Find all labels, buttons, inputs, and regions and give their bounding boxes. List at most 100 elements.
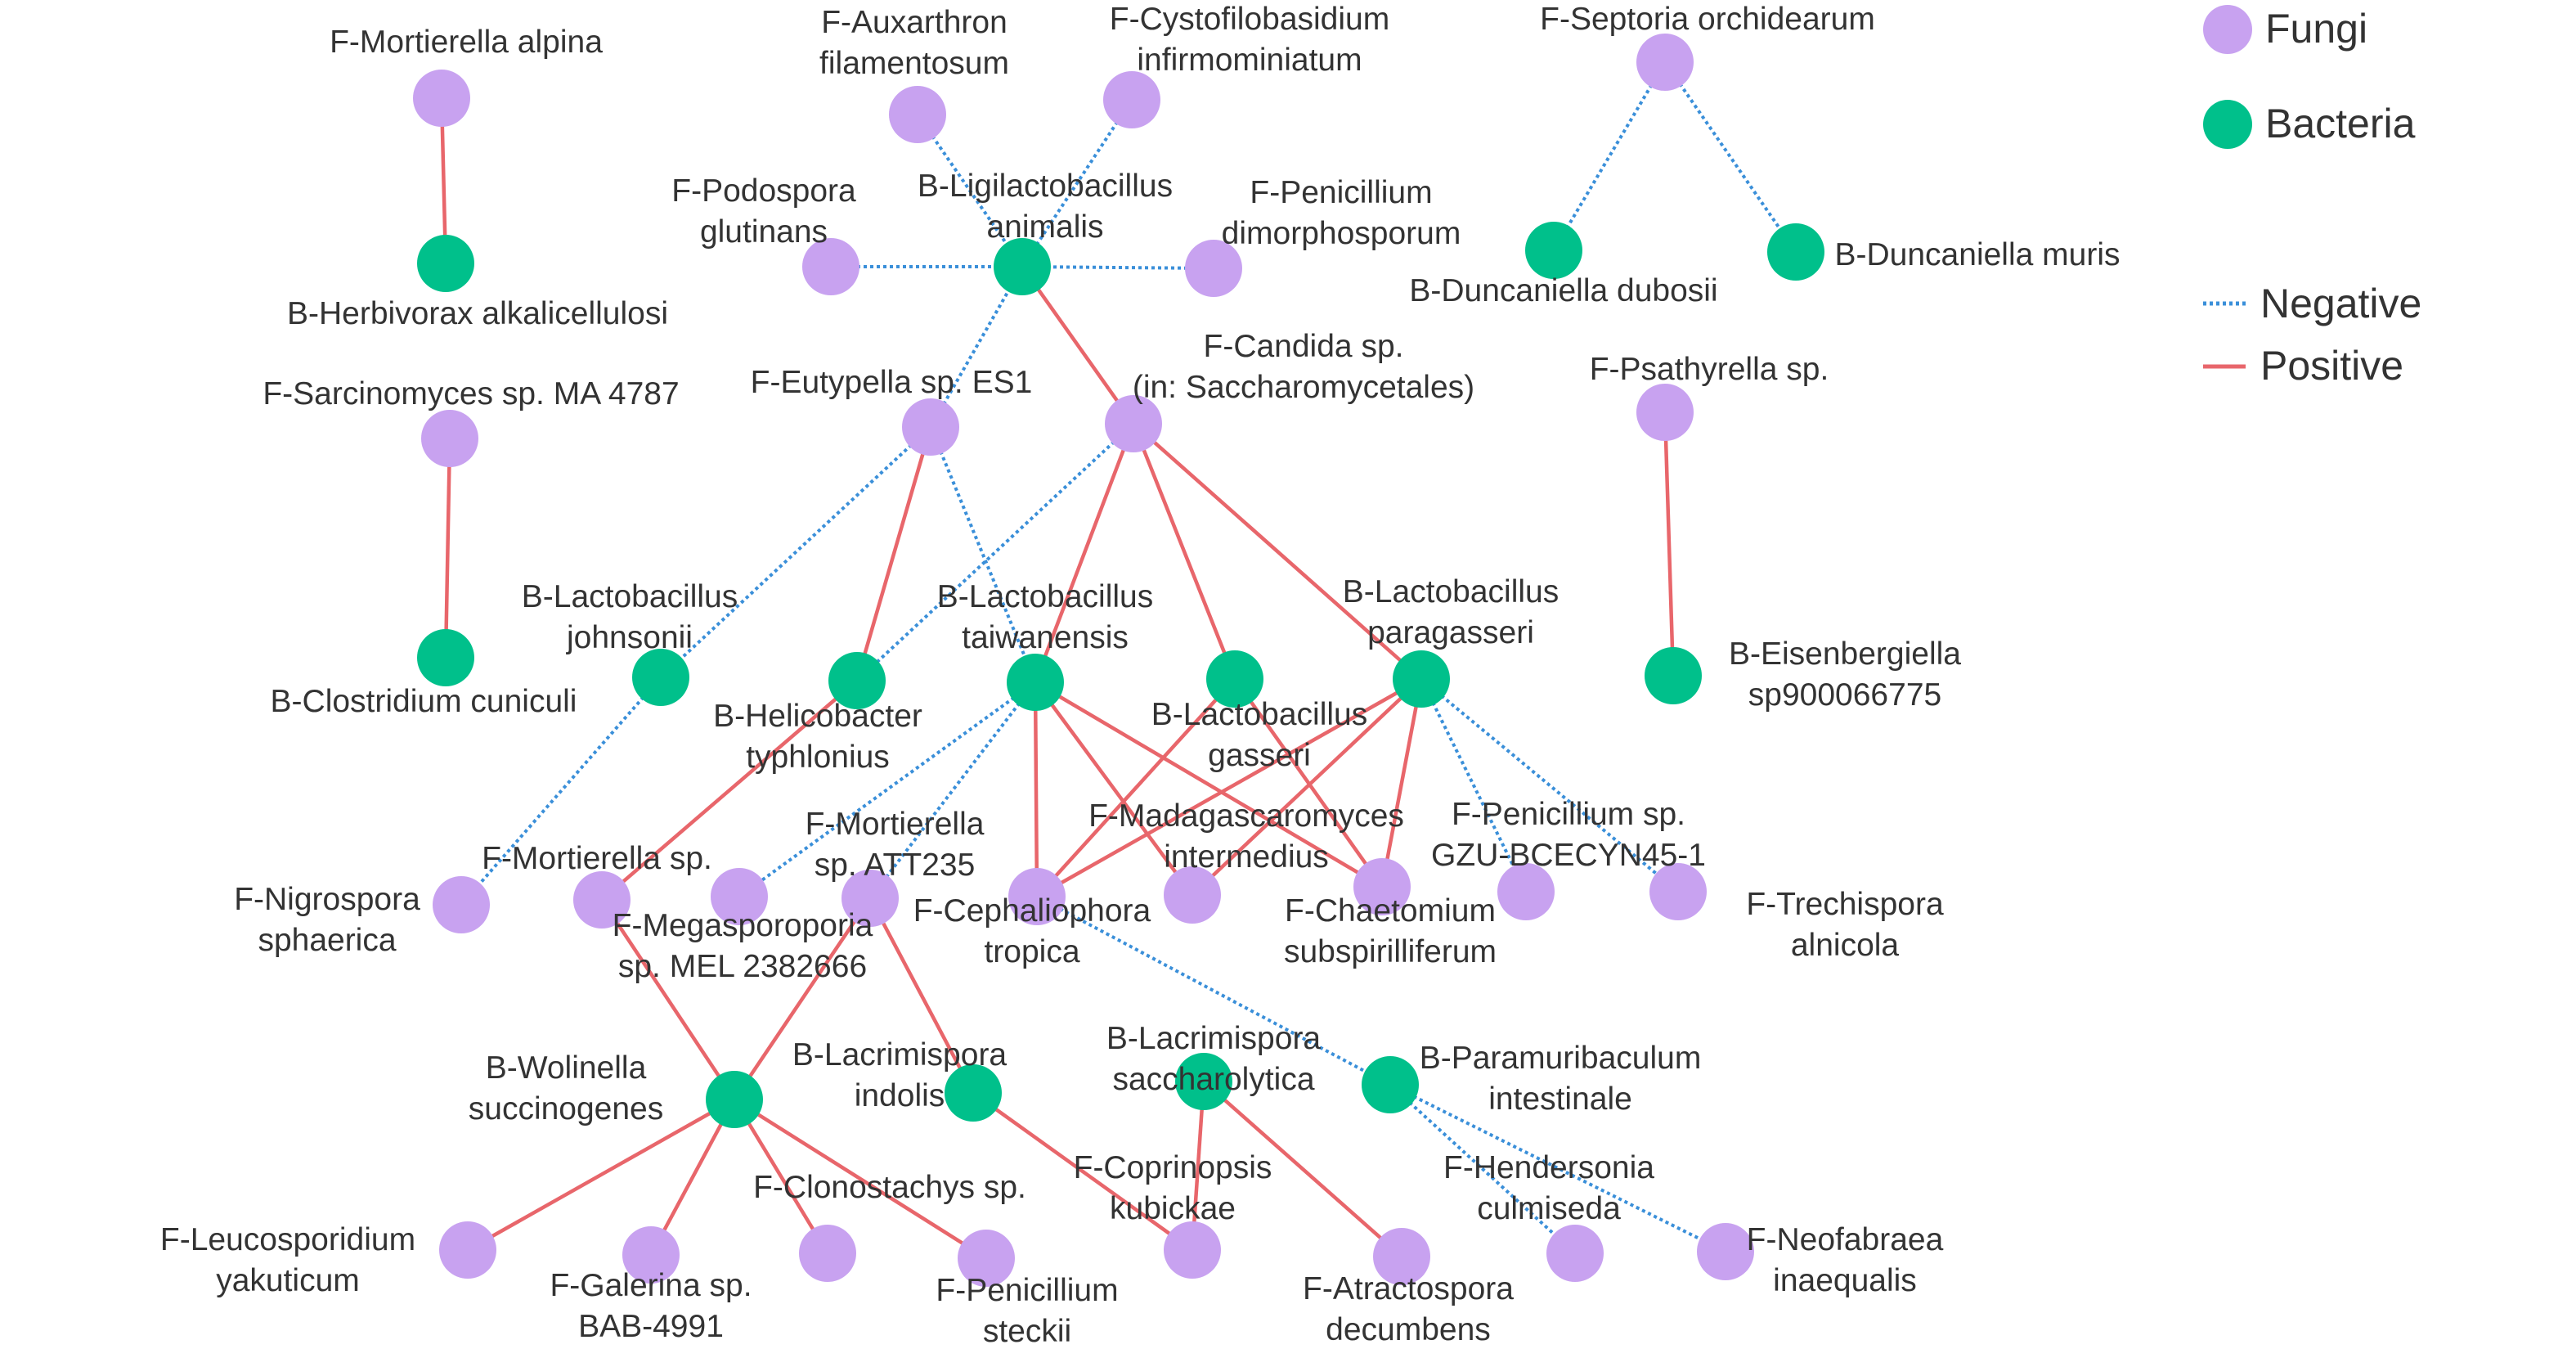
node-label-line: F-Madagascaromyces <box>1088 798 1404 834</box>
edges-layer <box>439 61 1797 1260</box>
legend-fungi-marker <box>2203 5 2252 54</box>
edge-positive <box>1202 1080 1403 1258</box>
edge-positive <box>1021 265 1135 425</box>
node-label: F-Psathyrella sp. <box>1590 352 1829 387</box>
bacteria-node <box>706 1071 763 1128</box>
edge-negative <box>929 426 1037 683</box>
fungi-node <box>1105 395 1162 452</box>
node-label-line: B-Eisenbergiella <box>1729 636 1961 672</box>
node-label-line: F-Sarcinomyces sp. MA 4787 <box>263 376 679 411</box>
node-label-line: F-Penicillium <box>1250 175 1432 210</box>
edge-negative <box>659 425 932 679</box>
fungi-node <box>1353 858 1411 915</box>
edge-positive <box>1191 677 1423 897</box>
edge-negative <box>1021 98 1133 268</box>
edge-positive <box>1663 411 1676 677</box>
node-label-line: F-Eutypella sp. ES1 <box>751 365 1033 400</box>
edge-positive <box>868 897 975 1095</box>
node-label-line: F-Leucosporidium <box>160 1222 415 1257</box>
node-label-line: F-Coprinopsis <box>1074 1150 1272 1185</box>
fungi-node <box>802 238 859 295</box>
edge-negative <box>916 113 1024 268</box>
node-label-line: intestinale <box>1488 1081 1632 1117</box>
node-label-line: sp900066775 <box>1748 677 1941 713</box>
edge-positive <box>733 1098 829 1255</box>
node-label-line: BAB-4991 <box>578 1309 724 1344</box>
node-label-line: alnicola <box>1791 928 1900 963</box>
bacteria-node <box>1362 1056 1419 1113</box>
node-label-line: kubickae <box>1110 1191 1236 1226</box>
node-label: B-Eisenbergiella sp900066775 <box>1729 636 1961 713</box>
fungi-node <box>1103 71 1160 128</box>
legend-negative-label: Negative <box>2260 281 2421 326</box>
node-label-line: F-Megasporoporia <box>613 908 873 943</box>
edge-negative <box>1552 61 1667 252</box>
edge-negative <box>1036 895 1391 1086</box>
edge-positive <box>600 679 859 902</box>
node-label-line: decumbens <box>1326 1312 1491 1347</box>
node-label: B-Duncaniella dubosii <box>1409 273 1717 308</box>
node-label-line: sphaerica <box>258 923 396 958</box>
fungi-node <box>1649 863 1707 920</box>
node-label: F-Penicillium sp.GZU-BCECYN45-1 <box>1431 797 1706 873</box>
node-label: F-Sarcinomyces sp. MA 4787 <box>263 376 679 411</box>
bacteria-node <box>1645 647 1702 704</box>
node-label: F-Galerina sp. BAB-4991 <box>550 1268 752 1344</box>
node-label: B-Clostridium cuniculi <box>271 684 577 719</box>
edge-positive <box>1132 422 1423 681</box>
node-label-line: B-Lacrimispora <box>1106 1021 1322 1056</box>
node-label: F-Coprinopsis kubickae <box>1074 1150 1272 1226</box>
bacteria-node <box>632 649 689 706</box>
legend-bacteria-marker <box>2203 100 2252 149</box>
edge-positive <box>1033 423 1136 683</box>
edge-negative <box>1389 1083 1577 1255</box>
node-label-line: animalis <box>986 209 1103 245</box>
fungi-node <box>889 86 946 143</box>
edge-negative <box>929 266 1024 428</box>
bacteria-node <box>1175 1053 1232 1110</box>
node-label: F-Mortierella sp. <box>482 841 712 876</box>
bacteria-node <box>1525 222 1582 279</box>
fungi-node <box>958 1230 1015 1287</box>
edge-negative <box>1021 265 1214 270</box>
edge-positive <box>1033 681 1039 897</box>
node-label-line: F-Nigrospora <box>234 882 420 917</box>
edge-positive <box>1034 681 1194 897</box>
node-label-line: dimorphosporum <box>1222 216 1461 251</box>
node-label-line: F-Candida sp. <box>1204 329 1404 364</box>
edge-negative <box>1420 677 1680 893</box>
node-label-line: sp. ATT235 <box>815 848 976 883</box>
edge-positive <box>600 898 736 1101</box>
node-label: F-Septoria orchidearum <box>1540 2 1875 37</box>
node-label-line: F-Galerina sp. <box>550 1268 752 1303</box>
node-label-line: F-Penicillium <box>936 1273 1118 1308</box>
fungi-node <box>622 1226 680 1284</box>
node-label-line: indolis <box>855 1078 945 1113</box>
fungi-node <box>711 868 768 925</box>
edge-negative <box>460 676 662 906</box>
node-label-line: (in: Saccharomycetales) <box>1133 370 1474 405</box>
edge-positive <box>443 438 452 659</box>
fungi-node <box>1164 866 1221 924</box>
fungi-node <box>433 876 490 933</box>
node-label: F-Clonostachys sp. <box>753 1170 1026 1205</box>
node-label: F-Mortierella alpina <box>330 25 603 60</box>
node-label-line: johnsonii <box>566 620 693 655</box>
node-label-line: F-Podospora <box>671 173 856 209</box>
node-label-line: B-Wolinella <box>486 1050 647 1086</box>
fungi-node <box>1636 384 1694 441</box>
node-label-line: F-Mortierella alpina <box>330 25 603 60</box>
node-label-line: saccharolytica <box>1112 1062 1314 1097</box>
